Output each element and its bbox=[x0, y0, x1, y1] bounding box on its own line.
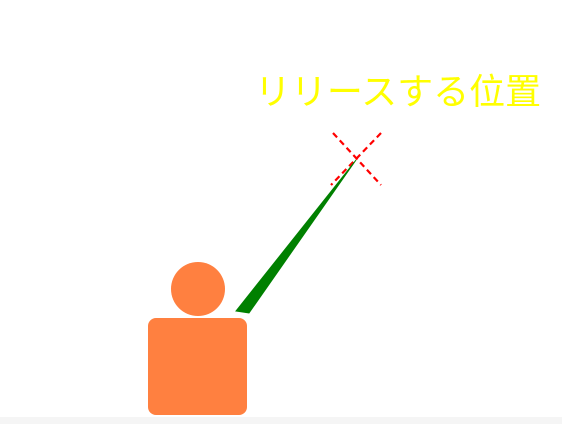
person-icon bbox=[148, 262, 247, 415]
throw-arrow bbox=[235, 159, 357, 314]
person-body bbox=[148, 318, 247, 415]
release-position-label: リリースする位置 bbox=[255, 72, 541, 113]
bottom-strip bbox=[0, 417, 562, 424]
release-x-marker bbox=[330, 132, 382, 186]
person-head bbox=[171, 262, 225, 316]
x-marker-line-2 bbox=[330, 132, 382, 186]
